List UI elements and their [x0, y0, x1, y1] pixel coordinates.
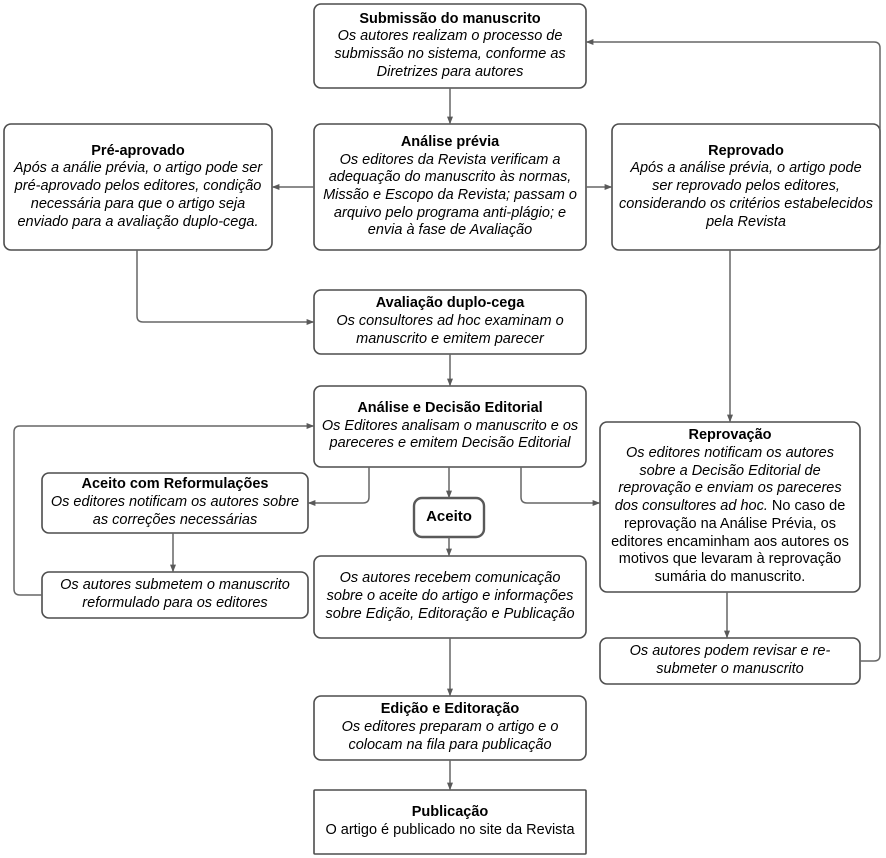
node-box-revisar-resubmeter[interactable] [599, 637, 861, 685]
node-box-analise-previa[interactable] [313, 123, 587, 251]
node-box-publicacao[interactable] [313, 789, 587, 855]
node-box-pre-aprovado[interactable] [3, 123, 273, 251]
node-box-aceito-com-reformulacoes[interactable] [41, 472, 309, 534]
node-box-submetem-reformulado[interactable] [41, 571, 309, 619]
edge-revisar-to-submissao [585, 39, 881, 662]
node-box-avaliacao-duplo-cega[interactable] [313, 289, 587, 355]
node-box-aceito[interactable] [412, 496, 486, 539]
node-box-edicao-editoracao[interactable] [313, 695, 587, 761]
edge-analise-decisao-to-aceito-reformulacoes [307, 467, 370, 507]
edge-submetem-to-analise-decisao [13, 422, 315, 596]
node-box-submissao[interactable] [313, 3, 587, 89]
node-box-reprovacao[interactable] [599, 421, 861, 593]
edge-analise-decisao-to-reprovacao [520, 467, 601, 506]
node-box-comunicacao-aceite[interactable] [313, 555, 587, 639]
node-box-analise-decisao-editorial[interactable] [313, 385, 587, 468]
node-box-reprovado[interactable] [611, 123, 881, 251]
edge-pre-aprovado-to-avaliacao [136, 250, 315, 325]
